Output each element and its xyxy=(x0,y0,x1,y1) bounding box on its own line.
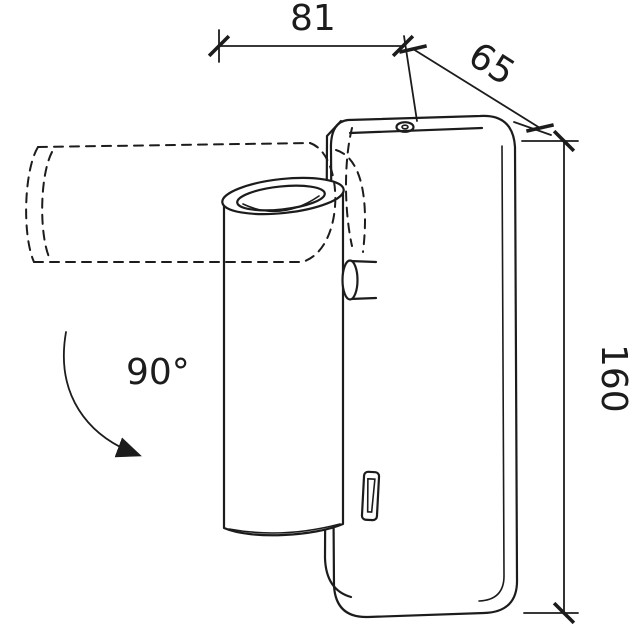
pivot-knob-cap xyxy=(341,259,359,301)
rotated-lamp-head-ghost xyxy=(25,127,366,263)
lamp-head-inner-rim xyxy=(236,184,326,212)
ghost-mount-top-curve xyxy=(345,127,353,247)
pivot-knob-bottom-line xyxy=(348,296,378,301)
mounting-plate xyxy=(323,114,519,619)
pivot-knob-top-line xyxy=(348,259,378,264)
switch-lever xyxy=(366,477,376,513)
ghost-top-line xyxy=(37,142,311,148)
lamp-head-inner-bore xyxy=(242,195,320,213)
ghost-left-cap xyxy=(25,146,39,263)
lamp-head xyxy=(221,176,345,537)
width-dimension: 81 xyxy=(207,0,418,122)
ghost-right-cap xyxy=(301,142,337,263)
lamp-head-body xyxy=(222,188,345,537)
rotation-arrow xyxy=(63,331,142,458)
depth-dim-line xyxy=(398,44,555,133)
lamp-head-bottom-rim xyxy=(228,523,341,534)
rotation-angle-label: 90° xyxy=(126,352,190,393)
ghost-mount-curve xyxy=(335,149,366,253)
plate-left-side-edge xyxy=(323,119,353,599)
rotation-annotation: 90° xyxy=(63,331,190,458)
width-label: 81 xyxy=(290,0,336,39)
plate-thickness-line xyxy=(478,145,505,602)
toggle-switch xyxy=(360,470,381,522)
height-label: 160 xyxy=(593,344,630,413)
pivot-knob xyxy=(341,259,378,301)
width-ext-right xyxy=(403,35,418,122)
plate-outline xyxy=(329,114,519,619)
ghost-left-inner-rim xyxy=(41,151,53,258)
height-dimension: 160 xyxy=(521,129,630,625)
